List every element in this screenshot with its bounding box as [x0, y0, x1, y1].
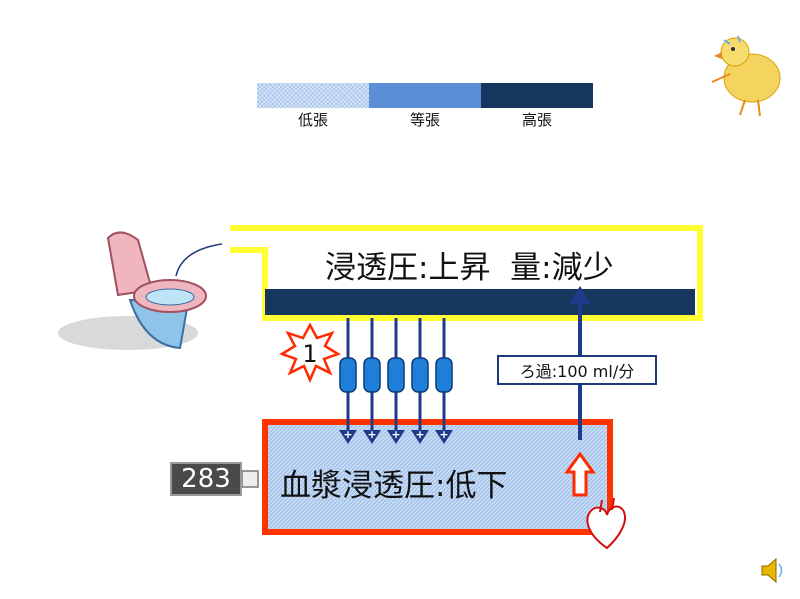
burst-star-icon [279, 322, 341, 384]
chick-illustration [711, 35, 781, 117]
burst-badge-number: 1 [302, 340, 318, 368]
legend-swatch-isotonic [369, 83, 481, 108]
plasma-compartment-label: 血漿浸透圧:低下 [280, 468, 508, 504]
legend-label-hypertonic: 高張 [521, 111, 552, 129]
channel-sign: + [343, 428, 353, 441]
red-up-arrow-icon [564, 451, 596, 497]
heart-icon [586, 497, 626, 550]
plasma-compartment-box [262, 419, 613, 535]
filtration-rate-label: ろ過:100 ml/分 [497, 355, 657, 385]
channel-sign: + [415, 428, 425, 441]
legend-label-isotonic: 等張 [409, 111, 440, 129]
hypertonic-interstitium-band [265, 289, 695, 315]
channel-sign: + [439, 428, 449, 441]
legend-swatch-hypertonic [481, 83, 593, 108]
osmolality-value-box: 283 [170, 462, 242, 496]
connector-plug [241, 470, 259, 488]
water-channels [339, 318, 453, 444]
urine-compartment-label: 浸透圧:上昇 量:減少 [325, 250, 614, 286]
legend-swatch-hypotonic [257, 83, 369, 108]
speaker-icon[interactable] [761, 557, 783, 584]
toilet-illustration [58, 231, 223, 350]
legend-label-hypotonic: 低張 [297, 111, 328, 129]
channel-sign: + [367, 428, 377, 441]
channel-sign: + [391, 428, 401, 441]
